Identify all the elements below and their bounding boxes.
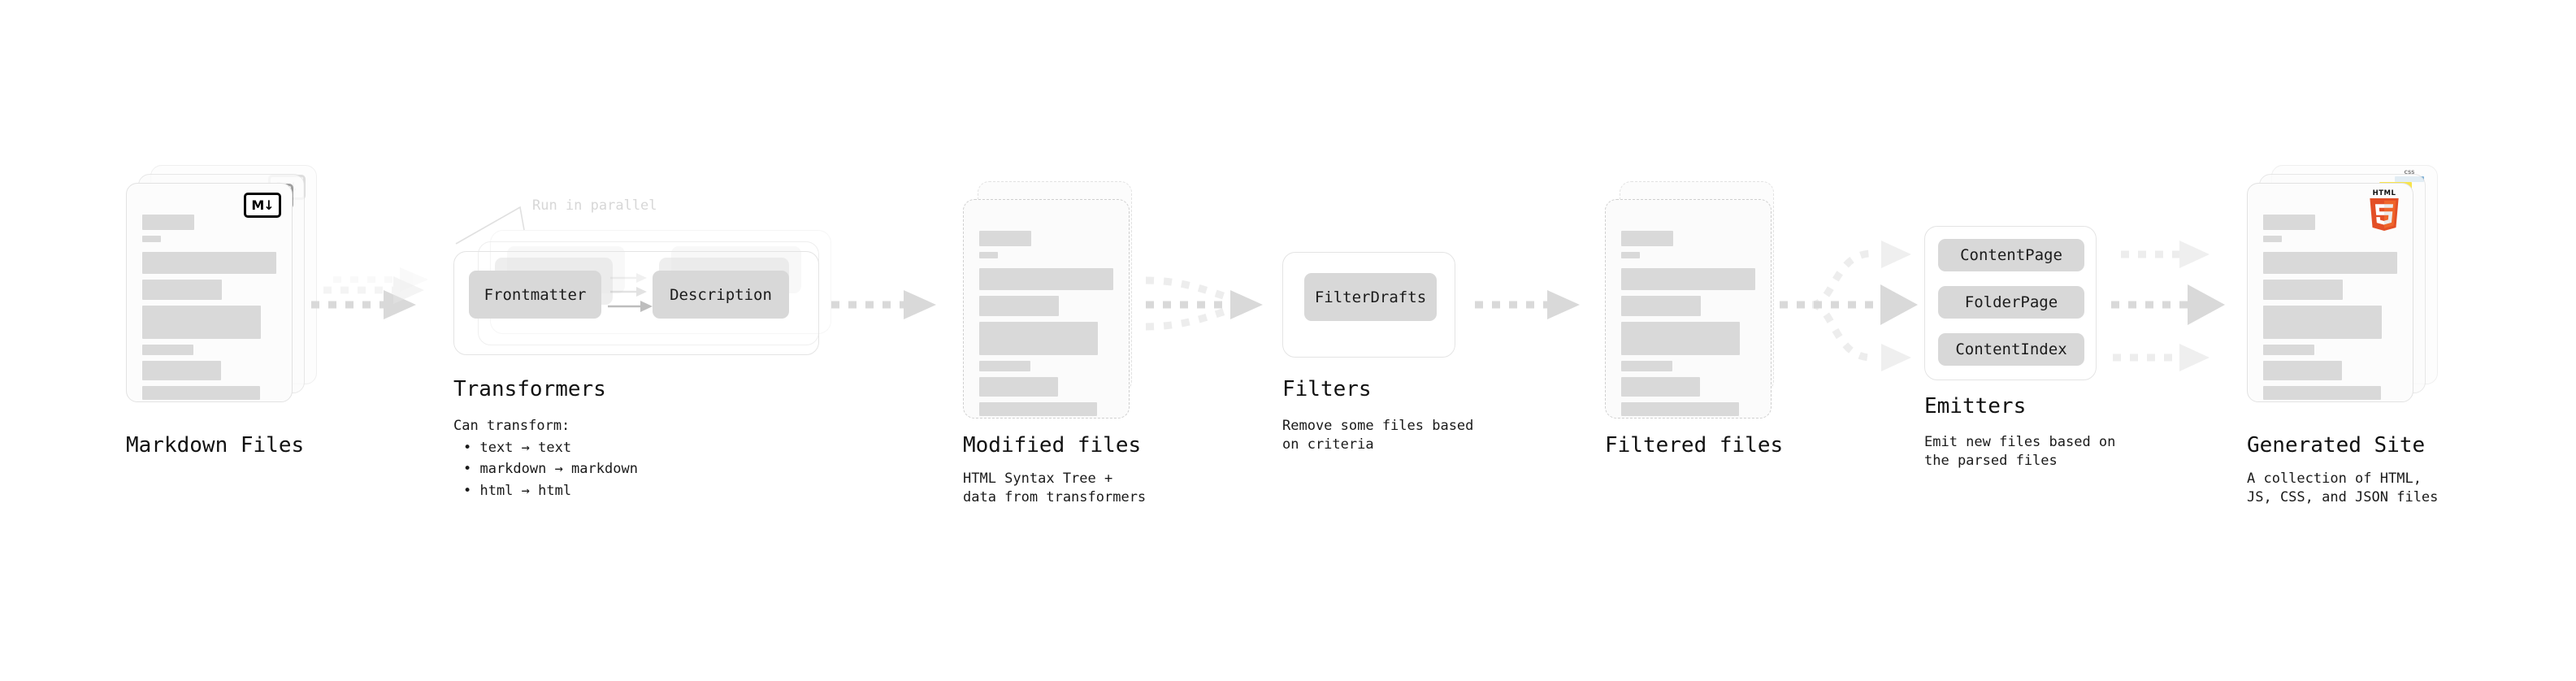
emitter-node-contentpage[interactable]: ContentPage <box>1938 239 2084 271</box>
generated-site-subtitle: A collection of HTML, JS, CSS, and JSON … <box>2247 471 2439 505</box>
transformer-node-frontmatter[interactable]: Frontmatter <box>469 271 601 319</box>
filter-node-filterdrafts[interactable]: FilterDrafts <box>1304 273 1437 321</box>
stage-title-emitters: Emitters <box>1924 394 2027 419</box>
stage-title-modified-files: Modified files <box>963 433 1142 458</box>
emitters-subtitle: Emit new files based on the parsed files <box>1924 434 2116 469</box>
document-content-placeholder <box>2263 215 2400 406</box>
document-content-placeholder <box>142 215 279 406</box>
stage-title-filtered-files: Filtered files <box>1605 433 1784 458</box>
transformer-node-description[interactable]: Description <box>653 271 789 319</box>
arrow-transformers-to-modified-files <box>831 290 936 319</box>
emitters-group: ContentPage FolderPage ContentIndex <box>1924 226 2097 380</box>
stage-title-generated-site: Generated Site <box>2247 433 2426 458</box>
transformers-group-front: Frontmatter Description <box>453 251 819 355</box>
emitter-node-contentindex[interactable]: ContentIndex <box>1938 333 2084 366</box>
document-content-placeholder <box>979 231 1116 422</box>
filters-group: FilterDrafts <box>1282 252 1455 358</box>
stage-title-filters: Filters <box>1282 377 1372 401</box>
transformers-subtitle: Can transform: <box>453 418 570 434</box>
stage-title-markdown-files: Markdown Files <box>126 433 305 458</box>
html5-shield-icon <box>2370 198 2399 231</box>
arrow-modified-files-to-filters <box>1145 276 1263 331</box>
transformers-bullet-item: • markdown → markdown <box>463 461 638 478</box>
transformers-bullet-item: • html → html <box>463 482 572 499</box>
html5-icon: HTML <box>2366 189 2402 231</box>
modified-files-subtitle: HTML Syntax Tree + data from transformer… <box>963 471 1147 505</box>
transformers-bullet-item: • text → text <box>463 440 572 456</box>
stage-title-transformers: Transformers <box>453 377 606 401</box>
filters-subtitle: Remove some files based on criteria <box>1282 418 1474 453</box>
transformers-bullet-list: • text → text • markdown → markdown • ht… <box>463 437 638 501</box>
arrow-markdown-to-transformers <box>311 267 428 319</box>
markdown-icon: M↓ <box>244 193 281 218</box>
markdown-file-card-front[interactable]: M↓ <box>126 183 293 402</box>
generated-site-card-html[interactable]: HTML <box>2247 183 2413 402</box>
document-content-placeholder <box>1621 231 1758 422</box>
arrow-filtered-files-to-emitters <box>1780 241 1918 371</box>
emitter-node-folderpage[interactable]: FolderPage <box>1938 286 2084 319</box>
arrow-filters-to-filtered-files <box>1475 290 1580 319</box>
run-in-parallel-note: Run in parallel <box>532 197 657 214</box>
arrow-emitters-to-generated-site <box>2111 241 2225 371</box>
filtered-file-card-front[interactable] <box>1605 199 1772 419</box>
modified-file-card-front[interactable] <box>963 199 1130 419</box>
